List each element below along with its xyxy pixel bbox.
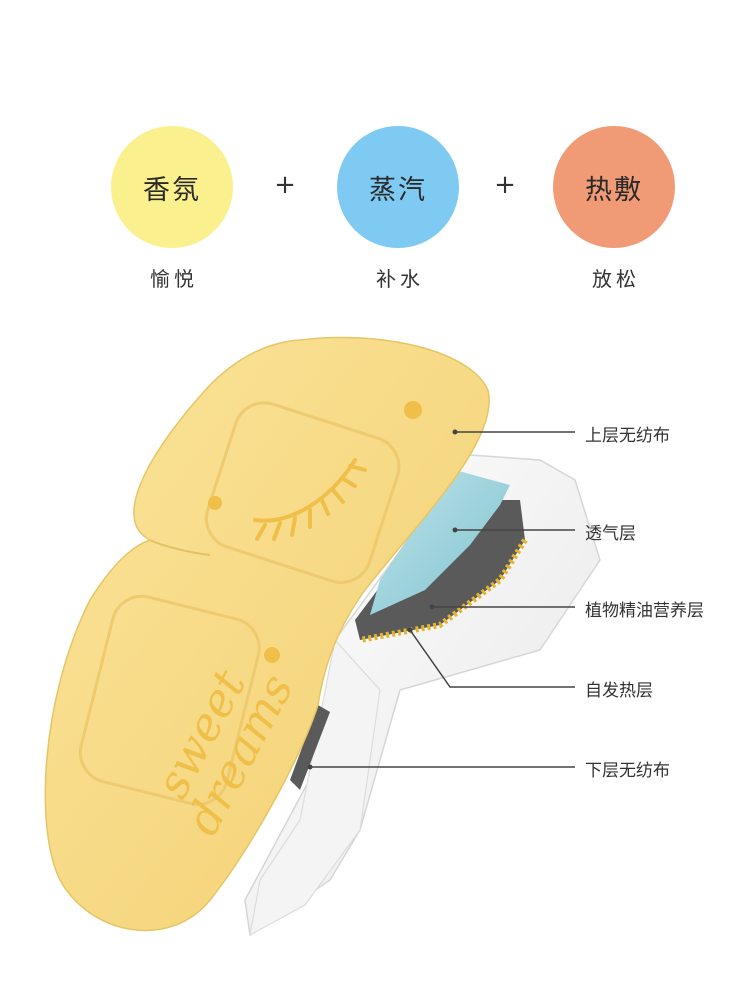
bottom-nonwoven-lower-flap: [249, 638, 381, 937]
heating-layer-lower-strip: [290, 705, 330, 790]
breathable-layer: [370, 470, 510, 615]
essential-oil-layer-edge: [359, 538, 528, 643]
leader-dot-heating: [407, 627, 413, 633]
effect-circle-aroma-text: 香氛: [143, 174, 201, 206]
leader-dot-top-nonwoven: [452, 429, 458, 435]
leader-dot-breathable: [452, 527, 458, 533]
effect-circle-heat-text: 热敷: [585, 174, 643, 206]
effect-circle-aroma: 香氛: [111, 126, 233, 248]
leader-dot-essential-oil: [429, 604, 435, 610]
plus-sign-1: +: [274, 170, 296, 200]
effect-caption-pleasure: 愉悦: [150, 267, 198, 291]
lower-embossed-square: [78, 594, 261, 806]
layer-label-bottom-nonwoven: 下层无纺布: [585, 761, 670, 781]
top-nonwoven-patch: [44, 336, 490, 932]
effect-caption-relax: 放松: [592, 267, 640, 291]
leader-line-heating: [409, 629, 575, 688]
decor-dot-lower-right: [264, 647, 280, 663]
layer-label-top-nonwoven: 上层无纺布: [585, 426, 670, 446]
patch-center-notch: [149, 539, 211, 556]
effect-caption-hydration: 补水: [376, 267, 424, 291]
plus-sign-2: +: [494, 170, 516, 200]
leader-dot-bottom-nonwoven: [307, 764, 313, 770]
layer-label-heating: 自发热层: [585, 681, 653, 701]
effect-circle-heat: 热敷: [553, 126, 675, 248]
decor-dot-upper-left: [208, 496, 222, 510]
layer-label-essential-oil: 植物精油营养层: [585, 601, 704, 621]
effect-circle-steam: 蒸汽: [337, 126, 459, 248]
upper-embossed-square: [204, 401, 401, 584]
layer-label-breathable: 透气层: [585, 524, 636, 544]
decor-dot-upper-right: [404, 401, 422, 419]
closed-eye-graphic: [253, 458, 367, 541]
effect-circle-steam-text: 蒸汽: [369, 174, 427, 206]
